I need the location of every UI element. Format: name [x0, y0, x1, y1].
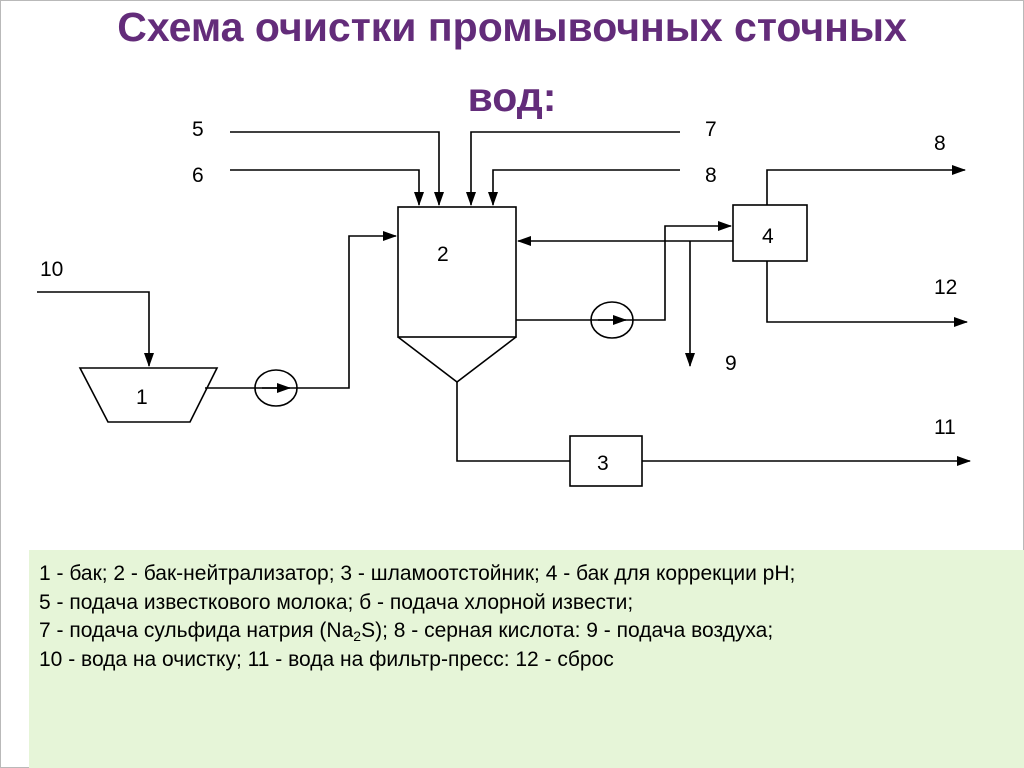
stream-7-label: 7: [705, 118, 717, 141]
neutralizer-2-body: [397, 206, 517, 338]
legend-line-4: 10 - вода на очистку; 11 - вода на фильт…: [39, 647, 614, 671]
stream-6-line: [230, 169, 424, 206]
stream-7-line: [466, 131, 680, 206]
legend-line-2: 5 - подача известкового молока; б - пода…: [39, 590, 634, 614]
legend-box: 1 - бак; 2 - бак-нейтрализатор; 3 - шлам…: [29, 550, 1024, 768]
slide-title-line-1: Схема очистки промывочных сточных: [117, 4, 907, 50]
legend-line-3-subscript: 2: [353, 628, 362, 644]
stream-9-label: 9: [725, 352, 737, 375]
legend-line-3: 7 - подача сульфида натрия (Na2S); 8 - с…: [39, 617, 1014, 646]
unit-2-label: 2: [437, 243, 449, 266]
neutralizer-to-settler-line: [456, 382, 570, 462]
stream-8-in-label: 8: [705, 164, 717, 187]
unit-4-label: 4: [762, 225, 774, 248]
stream-10-label: 10: [40, 258, 63, 281]
stream-12-line: [766, 261, 968, 327]
stream-5-label: 5: [192, 118, 204, 141]
stream-10-line: [37, 291, 154, 367]
neutralizer-2-cone: [397, 336, 517, 384]
stream-12-label: 12: [934, 276, 957, 299]
pump-1-icon: [254, 369, 298, 407]
stream-8-out-line: [766, 165, 966, 205]
legend-line-1: 1 - бак; 2 - бак-нейтрализатор; 3 - шлам…: [39, 562, 796, 585]
stream-11-label: 11: [934, 416, 956, 439]
slide-title-line-2: вод:: [467, 74, 557, 120]
tank1-to-neutralizer-line: [205, 231, 397, 389]
stream-6-label: 6: [192, 164, 204, 187]
ph-correction-tank-4-shape: [732, 204, 808, 262]
stream-8-out-label: 8: [934, 132, 946, 155]
legend-line-3-part-2: S); 8 - серная кислота: 9 - подача возду…: [361, 619, 774, 642]
unit-3-label: 3: [597, 452, 609, 475]
stream-5-line: [230, 131, 444, 206]
tank-1-shape: [78, 367, 219, 423]
unit-1-label: 1: [136, 386, 148, 409]
neutralizer-to-tank4-line: [516, 221, 732, 321]
stream-8-in-line: [488, 169, 680, 206]
legend-line-3-part-1: 7 - подача сульфида натрия (Na: [39, 619, 354, 642]
pump-2-icon: [590, 301, 634, 339]
